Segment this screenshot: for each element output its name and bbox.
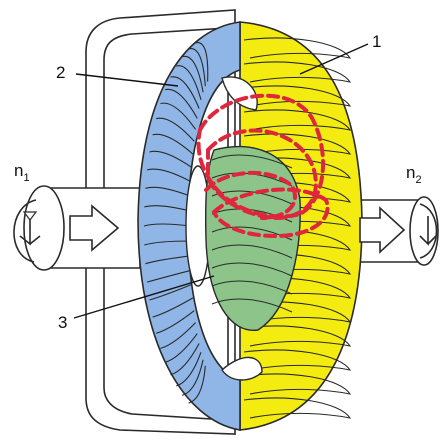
label-input-speed: n1 xyxy=(14,161,30,184)
output-speed-symbol: n xyxy=(406,163,415,182)
input-speed-subscript: 1 xyxy=(23,172,29,184)
input-speed-symbol: n xyxy=(14,161,23,180)
output-speed-subscript: 2 xyxy=(415,174,421,186)
label-turbine: 1 xyxy=(372,32,381,51)
label-pump: 2 xyxy=(56,63,65,82)
label-output-speed: n2 xyxy=(406,163,422,186)
label-stator: 3 xyxy=(58,313,67,332)
